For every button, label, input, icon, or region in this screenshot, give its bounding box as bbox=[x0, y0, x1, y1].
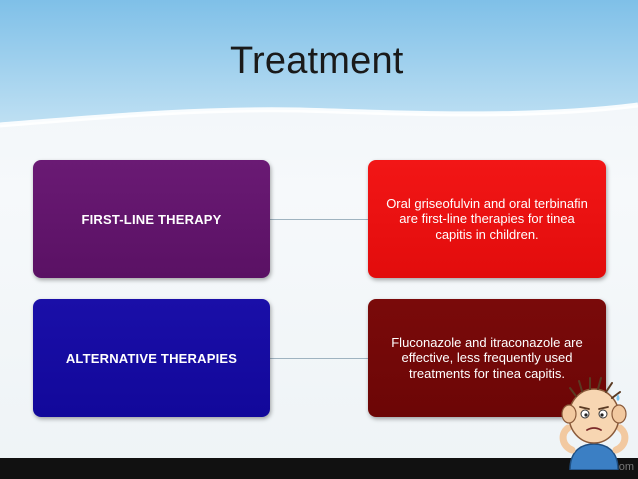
footer-bar: om bbox=[0, 458, 638, 479]
header-wave-shape bbox=[0, 0, 638, 128]
alternative-therapies-box: ALTERNATIVE THERAPIES bbox=[33, 299, 270, 417]
alternative-therapies-detail-text: Fluconazole and itraconazole are effecti… bbox=[391, 334, 583, 381]
footer-watermark: om bbox=[618, 461, 634, 473]
first-line-therapy-box: FIRST-LINE THERAPY bbox=[33, 160, 270, 278]
confused-cartoon-character-icon bbox=[559, 377, 629, 470]
slide-title: Treatment bbox=[230, 40, 404, 82]
connector-line-first bbox=[270, 219, 368, 220]
first-line-therapy-detail-text: Oral griseofulvin and oral terbinafin ar… bbox=[386, 195, 588, 242]
connector-line-alternative bbox=[270, 358, 368, 359]
header-band: Treatment bbox=[0, 0, 638, 132]
first-line-therapy-label: FIRST-LINE THERAPY bbox=[81, 211, 222, 227]
first-line-therapy-detail-box: Oral griseofulvin and oral terbinafin ar… bbox=[368, 160, 606, 278]
alternative-therapies-label: ALTERNATIVE THERAPIES bbox=[65, 350, 238, 366]
alternative-therapies-detail-box: Fluconazole and itraconazole are effecti… bbox=[368, 299, 606, 417]
